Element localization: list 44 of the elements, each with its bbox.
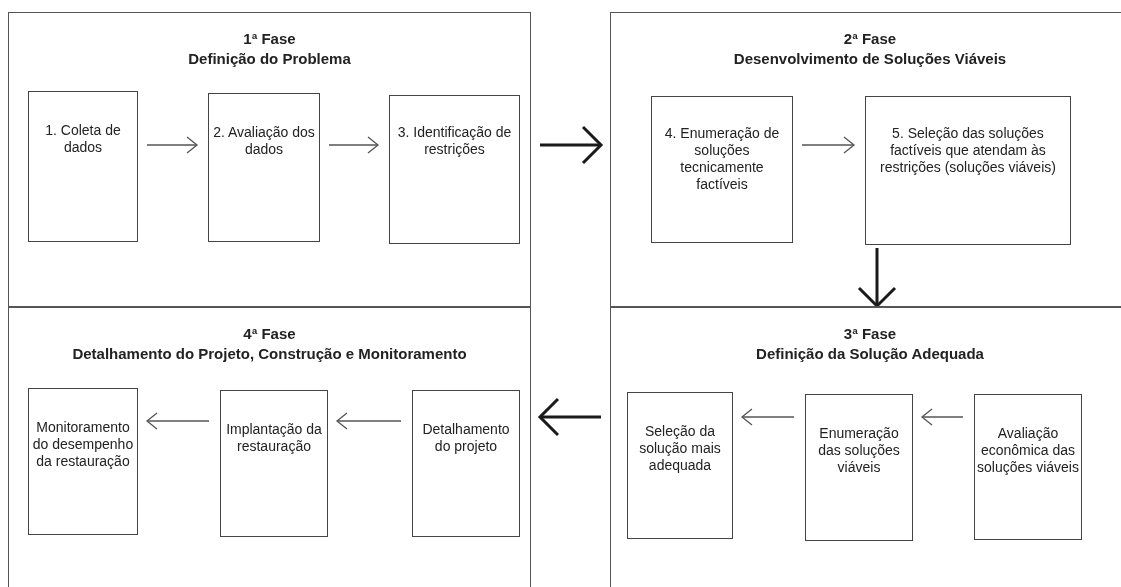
- process-box: [651, 96, 793, 243]
- phase-heading: 1ª Fase: [243, 29, 296, 49]
- arrow: [801, 136, 855, 154]
- arrow: [540, 125, 603, 165]
- arrow: [336, 412, 402, 430]
- arrow: [741, 408, 795, 426]
- process-box: [28, 91, 138, 242]
- phase-heading: 4ª Fase: [243, 324, 296, 344]
- phase-panel: [8, 307, 531, 587]
- arrow: [146, 412, 210, 430]
- process-box: [220, 390, 328, 537]
- process-box: [627, 392, 733, 539]
- arrow: [538, 397, 601, 437]
- step-label: 2. Avaliação dos dados: [212, 124, 316, 158]
- phase-panel: [610, 307, 1121, 587]
- phase-heading: Definição da Solução Adequada: [756, 344, 984, 364]
- step-label: 1. Coleta de dados: [44, 122, 122, 156]
- step-label: 4. Enumeração de soluções tecnicamente factíveis: [663, 125, 781, 193]
- process-box: [208, 93, 320, 242]
- phase-heading: Definição do Problema: [188, 49, 351, 69]
- phase-heading: Desenvolvimento de Soluções Viáveis: [733, 49, 1007, 69]
- arrow: [921, 408, 964, 426]
- process-box: [412, 390, 520, 537]
- step-label: Detalhamento do projeto: [421, 421, 511, 455]
- arrow: [857, 248, 897, 308]
- phase-heading: Detalhamento do Projeto, Construção e Monitoramento: [72, 344, 467, 364]
- step-label: Enumeração das soluções viáveis: [817, 425, 901, 476]
- step-label: Monitoramento do desempenho da restauração: [31, 419, 135, 470]
- phase-heading: 2ª Fase: [843, 29, 897, 49]
- step-label: Implantação da restauração: [225, 421, 323, 455]
- phase-panel: [8, 12, 531, 307]
- process-box: [865, 96, 1071, 245]
- step-label: 3. Identificação de restrições: [396, 124, 513, 158]
- arrow: [146, 136, 198, 154]
- phase-panel: [610, 12, 1121, 307]
- arrow: [328, 136, 379, 154]
- process-box: [974, 394, 1082, 540]
- step-label: 5. Seleção das soluções factíveis que atendam às restrições (soluções viáveis): [879, 125, 1057, 176]
- phase-heading: 3ª Fase: [843, 324, 897, 344]
- process-box: [389, 95, 520, 244]
- process-box: [805, 394, 913, 541]
- process-box: [28, 388, 138, 535]
- step-label: Seleção da solução mais adequada: [638, 423, 722, 474]
- step-label: Avaliação econômica das soluções viáveis: [977, 425, 1079, 476]
